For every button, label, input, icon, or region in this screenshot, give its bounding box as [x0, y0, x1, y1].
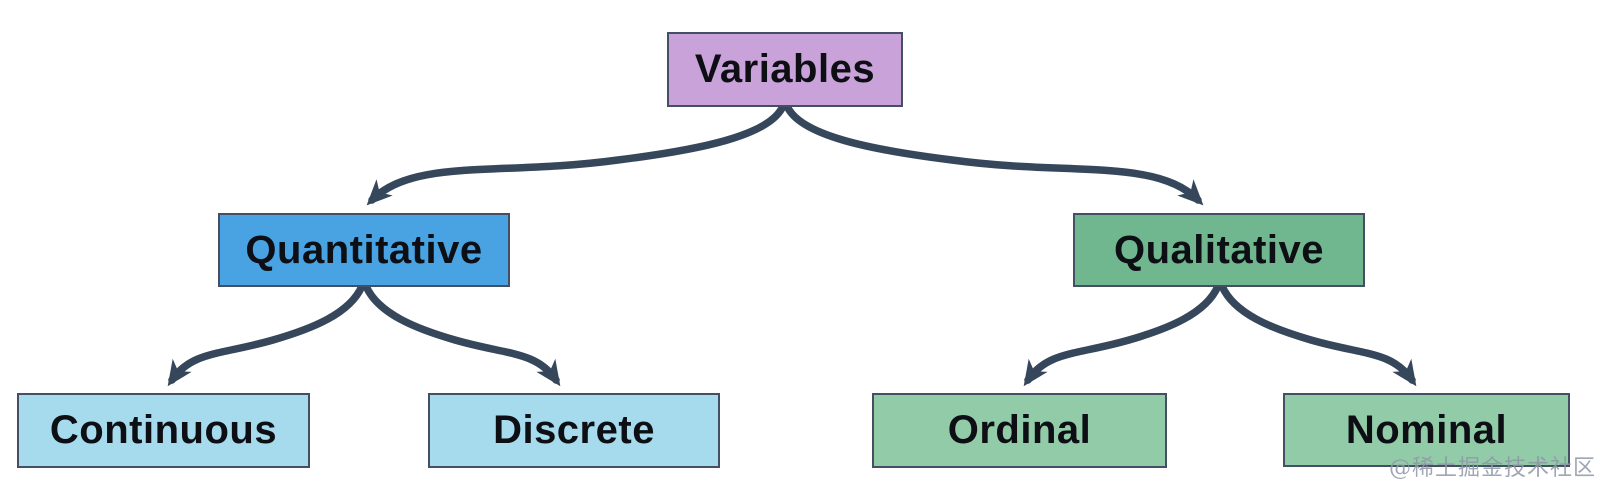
node-quantitative-label: Quantitative	[245, 227, 483, 272]
node-continuous: Continuous	[17, 393, 310, 468]
edge-qualitative-nominal	[1218, 282, 1417, 387]
node-nominal-label: Nominal	[1345, 407, 1508, 452]
node-continuous-label: Continuous	[49, 408, 278, 452]
edge-qualitative-ordinal	[1023, 282, 1222, 387]
edge-variables-qualitative	[783, 102, 1204, 206]
node-quantitative: Quantitative	[218, 213, 510, 287]
edge-quantitative-continuous	[167, 282, 366, 387]
node-qualitative: Qualitative	[1073, 213, 1365, 287]
node-qualitative-label: Qualitative	[1113, 227, 1324, 272]
node-variables: Variables	[667, 32, 903, 107]
node-discrete-label: Discrete	[493, 408, 655, 452]
node-ordinal-label: Ordinal	[947, 408, 1092, 452]
watermark-text: @稀土掘金技术社区	[1388, 456, 1596, 481]
node-nominal: Nominal	[1283, 393, 1570, 467]
edge-quantitative-discrete	[362, 282, 561, 387]
node-variables-label: Variables	[694, 47, 876, 91]
edge-variables-quantitative	[366, 102, 787, 206]
node-discrete: Discrete	[428, 393, 720, 468]
node-ordinal: Ordinal	[872, 393, 1167, 468]
